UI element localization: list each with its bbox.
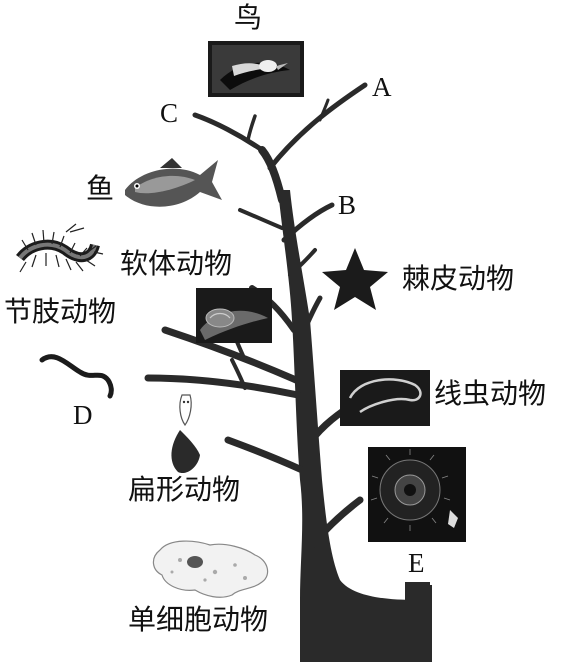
label-echinoderm: 棘皮动物 xyxy=(402,262,515,295)
label-arthropod: 节肢动物 xyxy=(4,295,117,328)
worm-illustration xyxy=(39,354,114,399)
label-protozoa: 单细胞动物 xyxy=(128,603,269,636)
branch-arthropod xyxy=(161,326,300,384)
label-fish: 鱼 xyxy=(86,172,115,205)
fish-illustration xyxy=(125,158,222,207)
branch-fish xyxy=(238,208,284,230)
centipede-illustration xyxy=(16,223,104,273)
trunk-upper xyxy=(258,146,286,204)
branch-b xyxy=(281,202,335,243)
label-mollusk: 软体动物 xyxy=(120,247,233,280)
label-nematode: 线虫动物 xyxy=(434,377,547,410)
branch-c xyxy=(192,112,265,153)
amoeba-illustration xyxy=(152,540,269,598)
label-letter-e: E xyxy=(408,548,425,578)
twig-c xyxy=(246,114,257,142)
starfish-illustration xyxy=(322,248,388,310)
branch-sponge xyxy=(308,496,364,549)
twig-a xyxy=(318,98,330,122)
twig-right-260 xyxy=(288,248,317,277)
label-letter-d: D xyxy=(73,400,93,430)
label-bird: 鸟 xyxy=(234,1,263,34)
nematode-photo xyxy=(340,370,430,426)
mollusk-photo xyxy=(196,288,272,343)
tree-base-step xyxy=(405,582,430,600)
sponge-photo xyxy=(368,447,466,542)
branch-d xyxy=(144,374,302,399)
twig-d xyxy=(230,358,247,390)
branch-echinoderm xyxy=(295,295,323,348)
flatworm-illustration xyxy=(171,394,200,474)
label-letter-a: A xyxy=(372,72,392,102)
label-letter-b: B xyxy=(338,190,357,220)
label-flatworm: 扁形动物 xyxy=(128,473,241,506)
label-letter-c: C xyxy=(160,98,179,128)
bird-photo xyxy=(208,41,304,97)
branch-a xyxy=(267,82,368,171)
branch-flatworm xyxy=(224,436,306,474)
